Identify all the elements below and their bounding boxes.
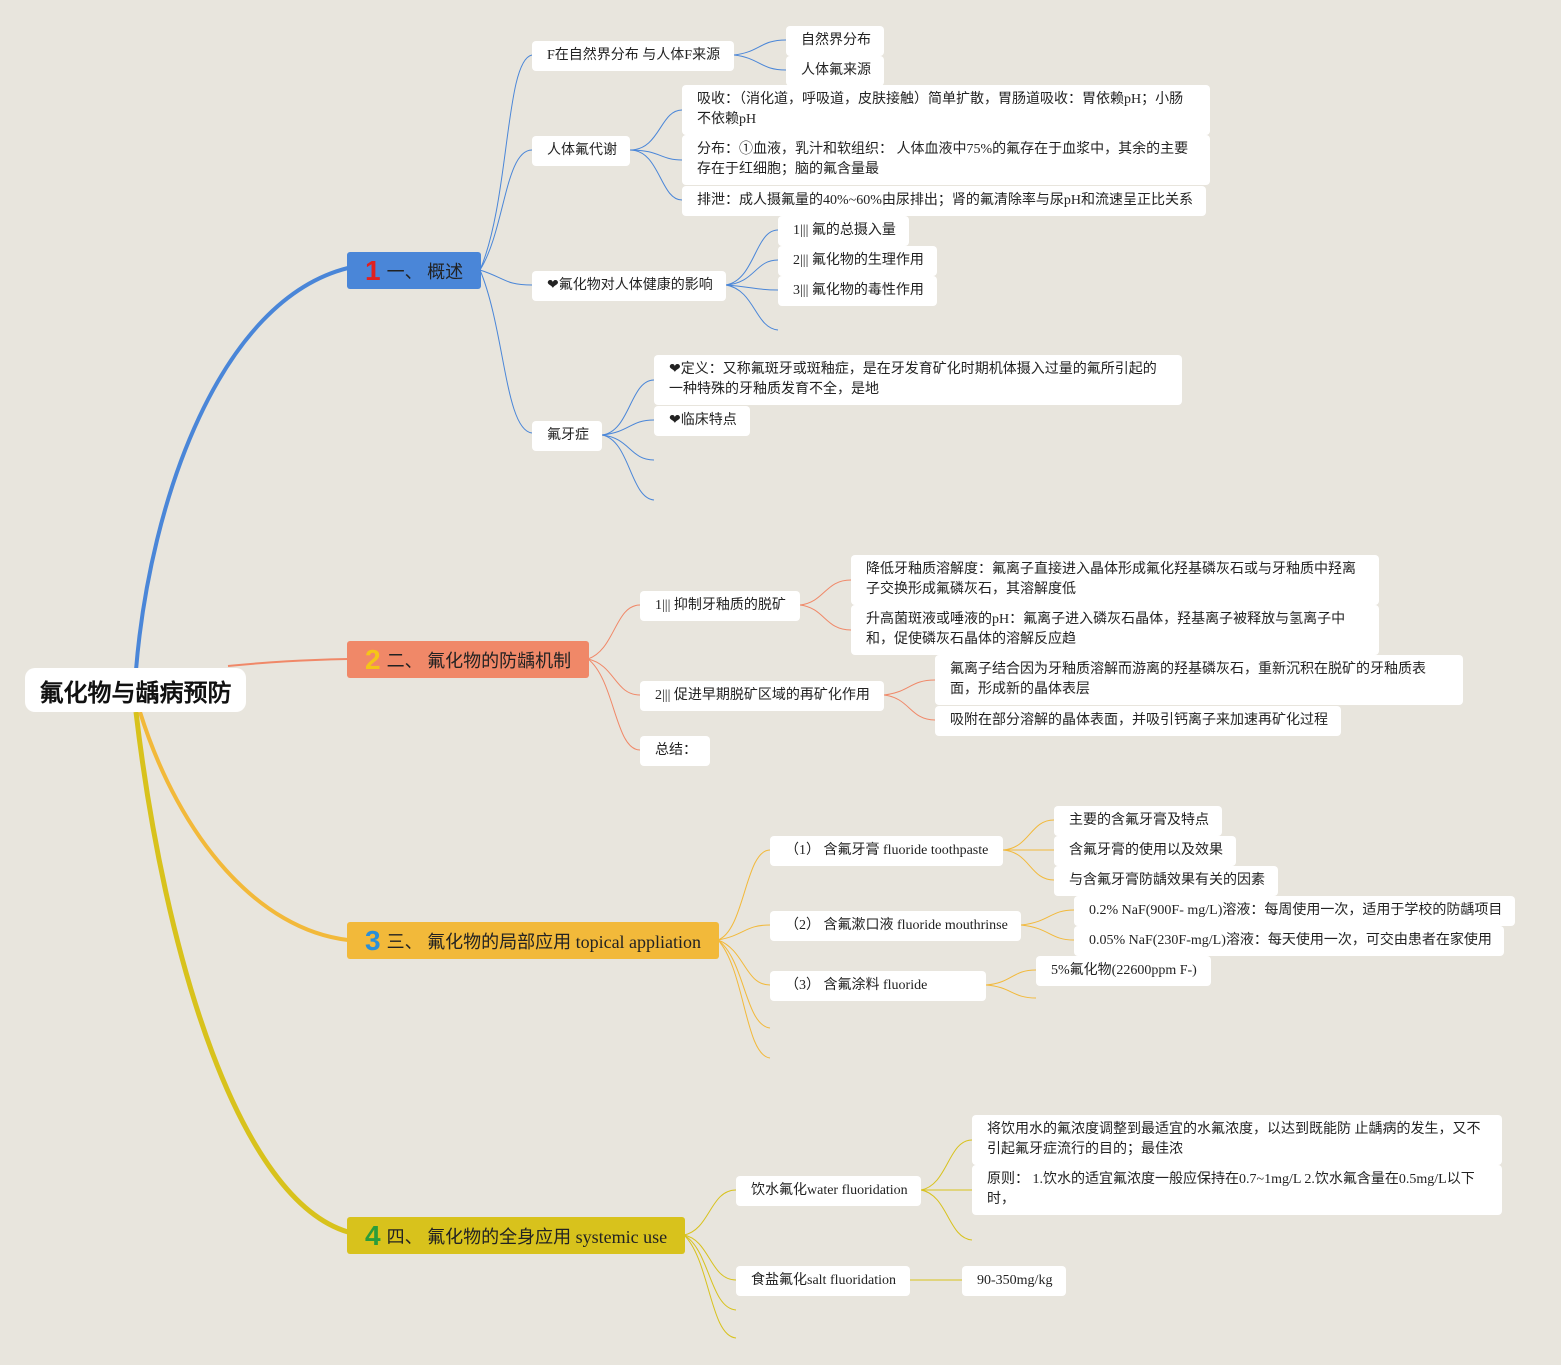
topic-nature-distribution[interactable]: 自然界分布 bbox=[786, 26, 884, 56]
topic-salt-fluoridation[interactable]: 食盐氟化salt fluoridation bbox=[736, 1266, 910, 1296]
topic-fluoride-binding[interactable]: 氟离子结合因为牙釉质溶解而游离的羟基磷灰石，重新沉积在脱矿的牙釉质表面，形成新的… bbox=[935, 655, 1463, 705]
topic-absorption[interactable]: 吸收：（消化道，呼吸道，皮肤接触）简单扩散，胃肠道吸收：胃依赖pH；小肠不依赖p… bbox=[682, 85, 1210, 135]
branch-overview[interactable]: 1 一、 概述 bbox=[347, 252, 481, 289]
branch-label: 二、 氟化物的防龋机制 bbox=[386, 650, 572, 671]
topic-excretion[interactable]: 排泄：成人摄氟量的40%~60%由尿排出；肾的氟清除率与尿pH和流速呈正比关系 bbox=[682, 186, 1206, 216]
topic-adsorption[interactable]: 吸附在部分溶解的晶体表面，并吸引钙离子来加速再矿化过程 bbox=[935, 706, 1341, 736]
topic-rinse-weekly[interactable]: 0.2% NaF(900F- mg/L)溶液：每周使用一次，适用于学校的防龋项目 bbox=[1074, 896, 1515, 926]
branch-topical-application[interactable]: 3 三、 氟化物的局部应用 topical appliation bbox=[347, 922, 719, 959]
topic-human-f-source[interactable]: 人体氟来源 bbox=[786, 56, 884, 86]
branch-label: 一、 概述 bbox=[386, 261, 464, 282]
branch-number: 4 bbox=[365, 1220, 381, 1251]
topic-toothpaste-usage[interactable]: 含氟牙膏的使用以及效果 bbox=[1054, 836, 1236, 866]
topic-distribution[interactable]: 分布：①血液，乳汁和软组织： 人体血液中75%的氟存在于血浆中，其余的主要存在于… bbox=[682, 135, 1210, 185]
topic-summary[interactable]: 总结： bbox=[640, 736, 710, 766]
topic-dental-fluorosis[interactable]: 氟牙症 bbox=[532, 421, 602, 451]
topic-clinical-features[interactable]: ❤临床特点 bbox=[654, 406, 750, 436]
root-topic[interactable]: 氟化物与龋病预防 bbox=[25, 668, 246, 712]
topic-remineralization[interactable]: 2||| 促进早期脱矿区域的再矿化作用 bbox=[640, 681, 884, 711]
topic-water-optimal[interactable]: 将饮用水的氟浓度调整到最适宜的水氟浓度，以达到既能防 止龋病的发生，又不引起氟牙… bbox=[972, 1115, 1502, 1165]
topic-water-fluoridation[interactable]: 饮水氟化water fluoridation bbox=[736, 1176, 921, 1206]
topic-physiological-effect[interactable]: 2||| 氟化物的生理作用 bbox=[778, 246, 937, 276]
topic-toothpaste-factors[interactable]: 与含氟牙膏防龋效果有关的因素 bbox=[1054, 866, 1278, 896]
topic-health-effects[interactable]: ❤氟化物对人体健康的影响 bbox=[532, 271, 726, 301]
branch-label: 三、 氟化物的局部应用 topical appliation bbox=[386, 931, 702, 952]
branch-number: 1 bbox=[365, 255, 381, 286]
topic-toxic-effect[interactable]: 3||| 氟化物的毒性作用 bbox=[778, 276, 937, 306]
topic-varnish-concentration[interactable]: 5%氟化物(22600ppm F-) bbox=[1036, 956, 1211, 986]
branch-label: 四、 氟化物的全身应用 systemic use bbox=[386, 1226, 668, 1247]
topic-inhibit-demineralization[interactable]: 1||| 抑制牙釉质的脱矿 bbox=[640, 591, 800, 621]
topic-fluorosis-definition[interactable]: ❤定义：又称氟斑牙或斑釉症，是在牙发育矿化时期机体摄入过量的氟所引起的一种特殊的… bbox=[654, 355, 1182, 405]
topic-salt-dose[interactable]: 90-350mg/kg bbox=[962, 1266, 1066, 1296]
topic-rinse-daily[interactable]: 0.05% NaF(230F-mg/L)溶液：每天使用一次，可交由患者在家使用 bbox=[1074, 926, 1504, 956]
topic-total-intake[interactable]: 1||| 氟的总摄入量 bbox=[778, 216, 909, 246]
branch-systemic-use[interactable]: 4 四、 氟化物的全身应用 systemic use bbox=[347, 1217, 685, 1254]
topic-water-principle[interactable]: 原则： 1.饮水的适宜氟浓度一般应保持在0.7~1mg/L 2.饮水氟含量在0.… bbox=[972, 1165, 1502, 1215]
branch-number: 2 bbox=[365, 644, 381, 675]
topic-toothpaste-types[interactable]: 主要的含氟牙膏及特点 bbox=[1054, 806, 1222, 836]
topic-reduce-solubility[interactable]: 降低牙釉质溶解度：氟离子直接进入晶体形成氟化羟基磷灰石或与牙釉质中羟离子交换形成… bbox=[851, 555, 1379, 605]
topic-fluoride-mouthrinse[interactable]: （2） 含氟漱口液 fluoride mouthrinse bbox=[770, 911, 1021, 941]
topic-fluoride-toothpaste[interactable]: （1） 含氟牙膏 fluoride toothpaste bbox=[770, 836, 1003, 866]
branch-anticaries-mechanism[interactable]: 2 二、 氟化物的防龋机制 bbox=[347, 641, 589, 678]
topic-raise-ph[interactable]: 升高菌斑液或唾液的pH：氟离子进入磷灰石晶体，羟基离子被释放与氢离子中和，促使磷… bbox=[851, 605, 1379, 655]
branch-number: 3 bbox=[365, 925, 381, 956]
topic-f-metabolism[interactable]: 人体氟代谢 bbox=[532, 136, 630, 166]
topic-fluoride-varnish[interactable]: （3） 含氟涂料 fluoride bbox=[770, 971, 986, 1001]
topic-f-distribution[interactable]: F在自然界分布 与人体F来源 bbox=[532, 41, 734, 71]
